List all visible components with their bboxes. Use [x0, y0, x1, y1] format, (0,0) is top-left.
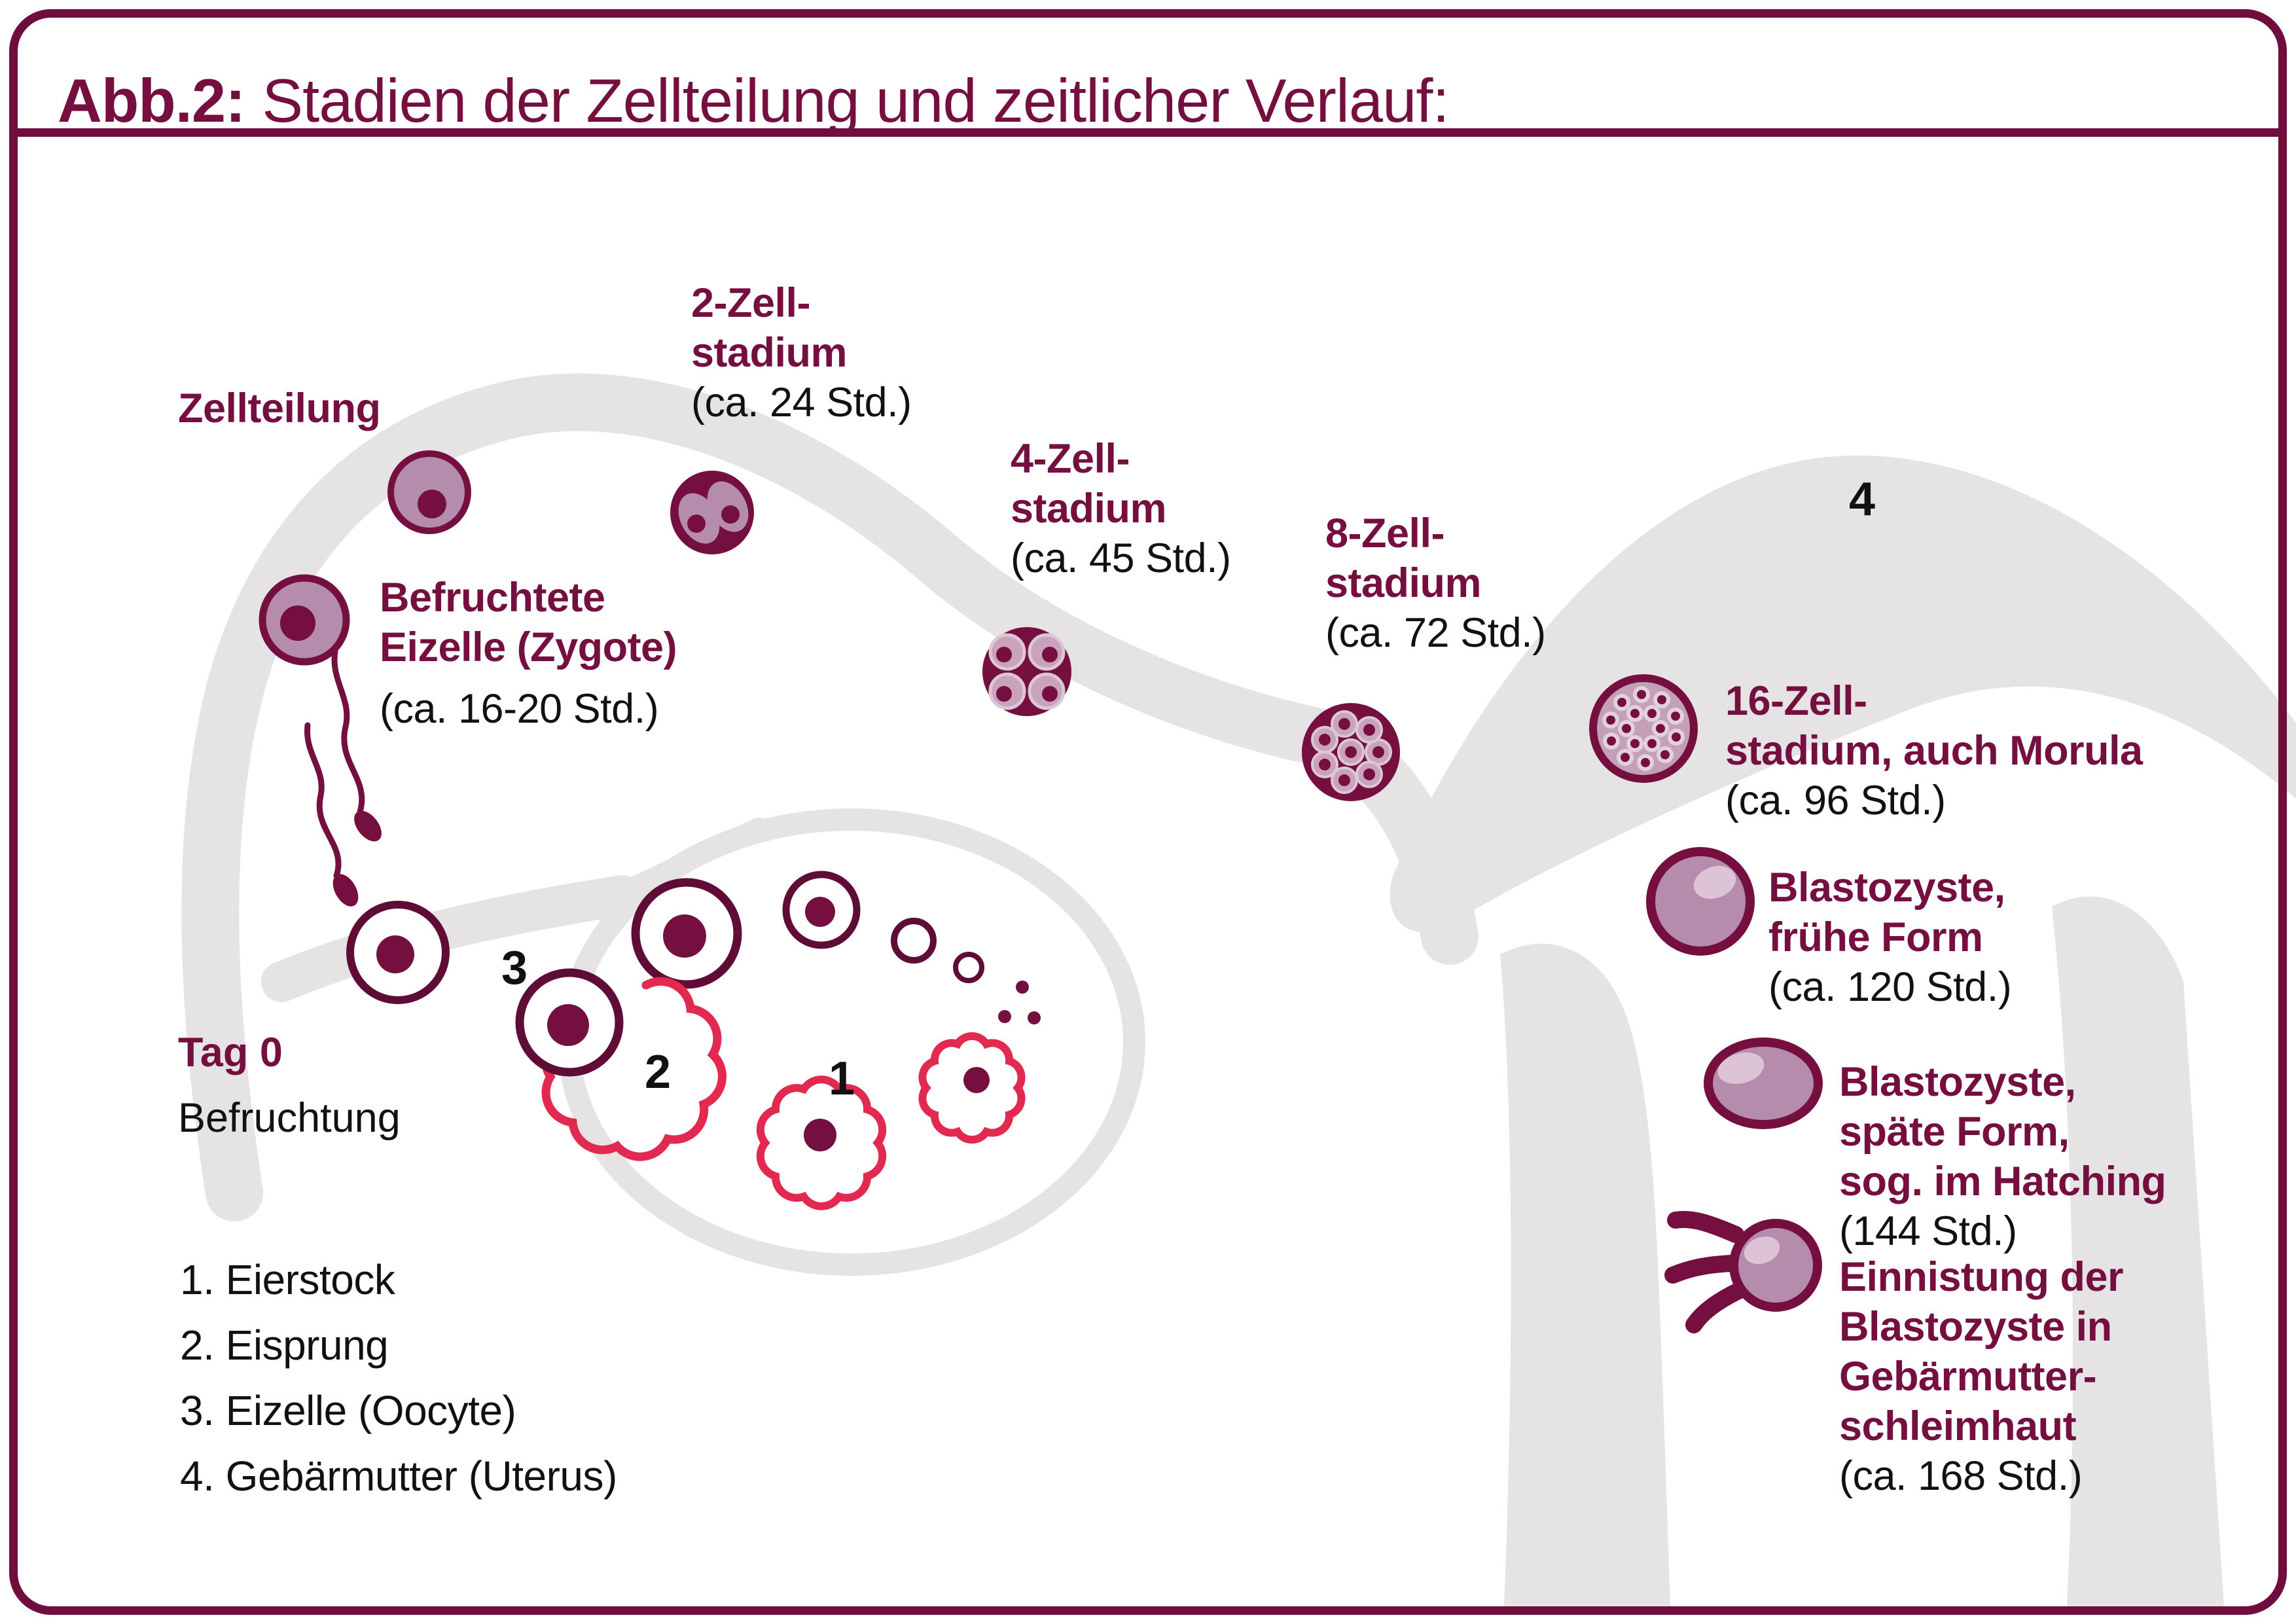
follicle-large-icon: [631, 878, 742, 989]
two-cell-stage-icon: [670, 471, 754, 554]
primordial-follicle-dot-icon: [1028, 1011, 1041, 1024]
label-stage-2cell: 2-Zell- stadium (ca. 24 Std.): [691, 278, 912, 427]
oocyte-icon: [515, 968, 624, 1077]
befruchtung-label: Befruchtung: [178, 1095, 401, 1141]
four-cell-stage-icon: [982, 627, 1071, 716]
fertilization-scene: [304, 648, 624, 1077]
figure-number: Abb.2:: [58, 66, 245, 135]
legend-item: 2. Eisprung: [180, 1322, 389, 1369]
stage-name-line: stadium: [691, 330, 848, 376]
legend-item: 1. Eierstock: [180, 1256, 395, 1303]
stage-name-line: sog. im Hatching: [1839, 1159, 2166, 1204]
label-stage-blastocyst-late: Blastozyste, späte Form, sog. im Hatchin…: [1839, 1057, 2166, 1256]
uterus-wall-left-icon: [1500, 943, 1670, 1607]
stage-time: (ca. 168 Std.): [1839, 1453, 2083, 1499]
marker-2-ovulation: 2: [644, 1046, 672, 1098]
legend-item: 4. Gebärmutter (Uterus): [180, 1453, 617, 1500]
uterus-fundus-icon: [1390, 455, 2296, 932]
marker-1-ovary: 1: [828, 1053, 855, 1105]
marker-3-oocyte: 3: [501, 942, 528, 994]
label-stage-blastocyst-early: Blastozyste, frühe Form (ca. 120 Std.): [1768, 863, 2012, 1012]
primordial-follicle-dot-icon: [1016, 981, 1029, 994]
title-divider: [13, 128, 2283, 137]
eight-cell-stage-icon: [1302, 703, 1400, 801]
figure-title-text: Stadien der Zellteilung und zeitlicher V…: [262, 66, 1449, 135]
stage-name-line: Blastozyste,: [1768, 865, 2005, 911]
stage-time: (ca. 96 Std.): [1725, 778, 1946, 823]
fimbriae-trunk-icon: [261, 875, 642, 1002]
ruptured-follicle-icon: [541, 977, 726, 1161]
corpus-luteum-icon: [756, 1075, 887, 1210]
figure-title: Abb.2:Stadien der Zellteilung und zeitli…: [58, 65, 1450, 136]
stage-name-line: Blastozyste in: [1839, 1304, 2112, 1350]
stage-name-line: Befruchtete: [380, 575, 605, 621]
label-day-zero: Tag 0 Befruchtung: [178, 1020, 401, 1151]
stage-name-line: Eizelle (Zygote): [380, 624, 677, 670]
stage-name-line: stadium, auch Morula: [1725, 728, 2143, 774]
follicle-smaller-icon: [953, 952, 984, 983]
stage-name-line: stadium: [1325, 560, 1482, 606]
stage-time: (ca. 24 Std.): [691, 380, 912, 425]
stage-time: (ca. 120 Std.): [1768, 964, 2012, 1010]
legend-item: 3. Eizelle (Oocyte): [180, 1387, 516, 1434]
stage-name-line: Gebärmutter-: [1839, 1354, 2097, 1399]
blastocyst-late-icon: [1704, 1038, 1823, 1129]
stage-name-line: schleimhaut: [1839, 1403, 2077, 1449]
stage-time: (ca. 72 Std.): [1325, 610, 1546, 656]
blastocyst-early-icon: [1646, 847, 1755, 956]
implanting-blastocyst-icon: [1664, 1211, 1822, 1333]
uterus-wall-right-icon: [2052, 896, 2224, 1607]
stage-name-line: Blastozyste,: [1839, 1059, 2076, 1105]
ovary-contents: [541, 871, 1041, 1210]
follicle-small-icon: [891, 918, 937, 964]
tag0-label: Tag 0: [178, 1030, 283, 1075]
stage-name-line: späte Form,: [1839, 1109, 2070, 1155]
follicle-medium-icon: [782, 871, 861, 949]
primordial-follicle-dot-icon: [998, 1010, 1011, 1023]
label-stage-implantation: Einnistung der Blastozyste in Gebärmutte…: [1839, 1252, 2124, 1501]
label-zellteilung: Zellteilung: [178, 386, 381, 431]
stage-name-line: 4-Zell-: [1011, 436, 1130, 482]
label-stage-16cell: 16-Zell- stadium, auch Morula (ca. 96 St…: [1725, 676, 2143, 825]
stage-name-line: 16-Zell-: [1725, 678, 1867, 724]
corpus-luteum-icon: [918, 1032, 1026, 1144]
stage-name-line: 8-Zell-: [1325, 511, 1445, 556]
stage-time: (144 Std.): [1839, 1208, 2017, 1254]
sperm-icon: [304, 722, 359, 907]
stage-name-line: Einnistung der: [1839, 1254, 2124, 1300]
stage-name-line: 2-Zell-: [691, 280, 811, 326]
zygote-cell-icon: [259, 574, 350, 666]
label-stage-4cell: 4-Zell- stadium (ca. 45 Std.): [1011, 434, 1231, 583]
single-cell-icon: [387, 450, 471, 534]
legend-list: 1. Eierstock 2. Eisprung 3. Eizelle (Ooc…: [180, 1247, 617, 1509]
label-stage-zygote: Befruchtete Eizelle (Zygote) (ca. 16-20 …: [380, 573, 677, 734]
stage-name-line: stadium: [1011, 486, 1167, 532]
cell-division-icons: [259, 450, 1823, 1333]
morula-sixteen-cell-icon: [1589, 674, 1698, 783]
stage-time: (ca. 16-20 Std.): [380, 686, 659, 732]
stage-name-line: frühe Form: [1768, 914, 1983, 960]
oocyte-icon: [346, 901, 450, 1004]
sperm-icon: [331, 648, 382, 842]
label-stage-8cell: 8-Zell- stadium (ca. 72 Std.): [1325, 509, 1546, 658]
stage-time: (ca. 45 Std.): [1011, 535, 1231, 581]
marker-4-uterus: 4: [1848, 473, 1876, 526]
